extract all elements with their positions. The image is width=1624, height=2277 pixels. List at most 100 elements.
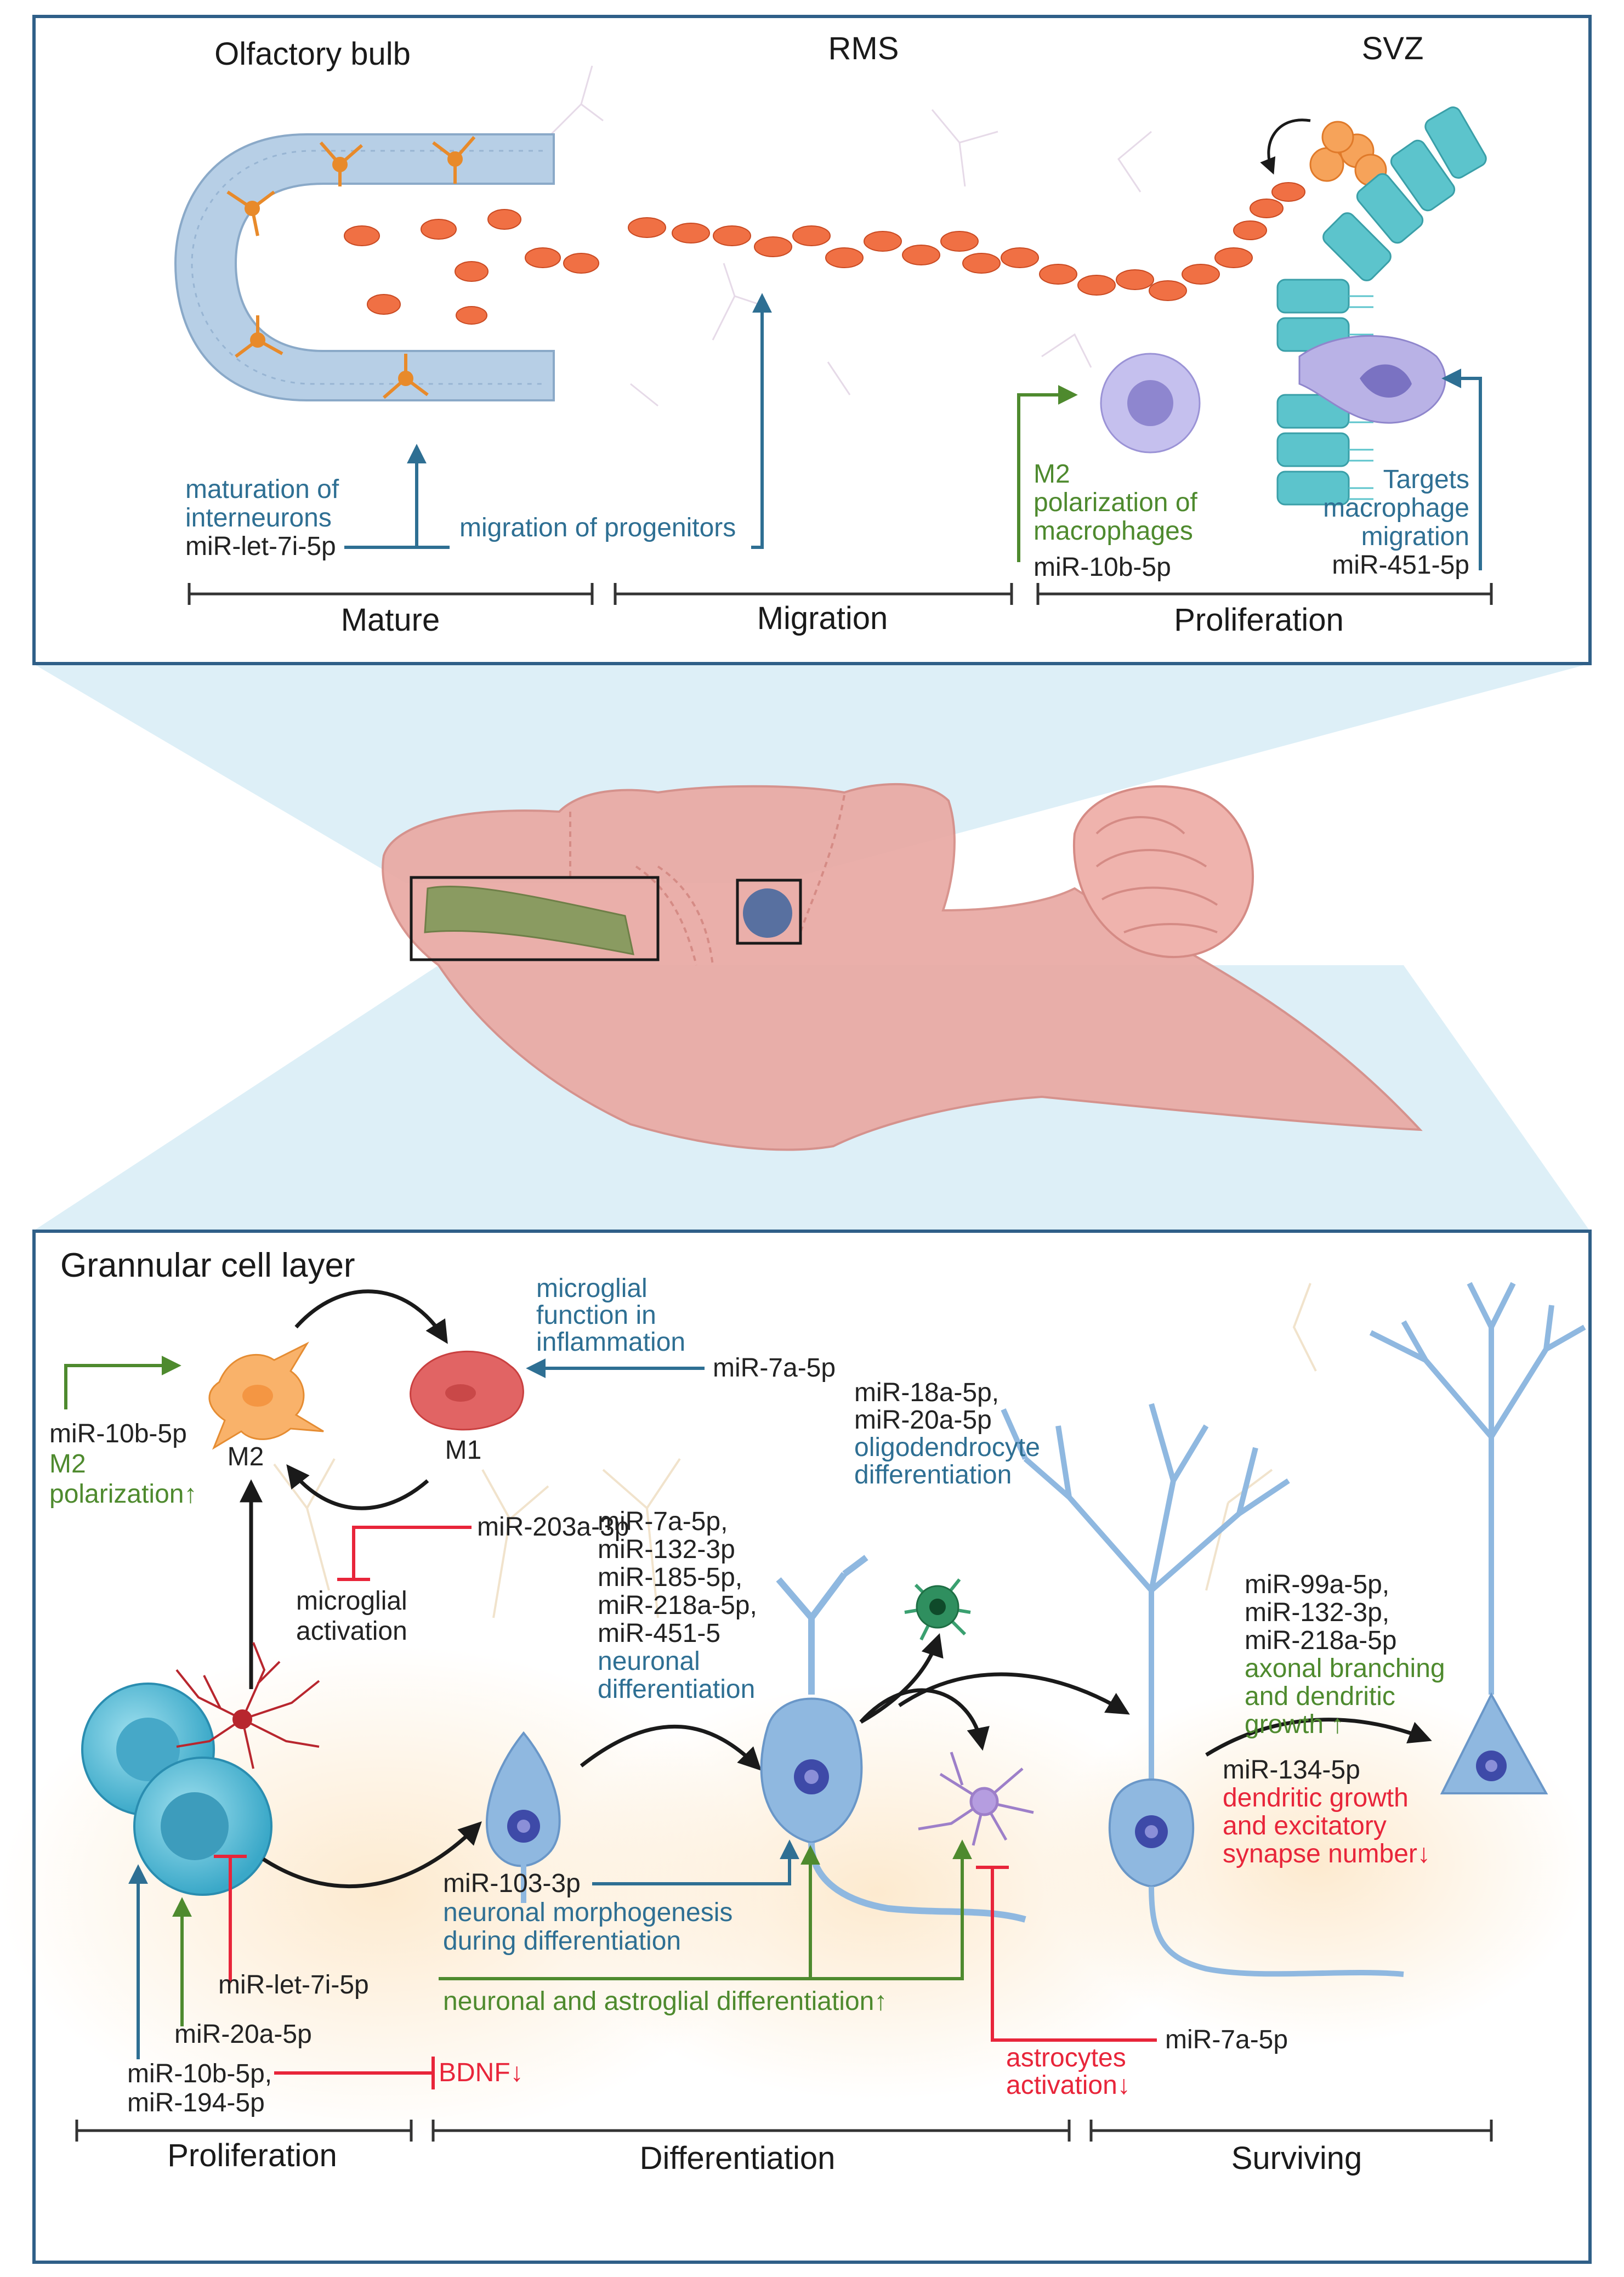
label-m1: M1 (445, 1436, 482, 1465)
svg-text:and excitatory: and excitatory (1223, 1811, 1387, 1840)
svg-text:miR-185-5p,: miR-185-5p, (598, 1563, 742, 1592)
brain-cerebellum (1072, 785, 1254, 959)
arrow-m2-to-m1 (294, 1289, 448, 1344)
top-stage-migration: Migration (757, 601, 888, 636)
label-mir10b-194-1: miR-10b-5p, (127, 2059, 272, 2088)
brain-illustration (382, 783, 1423, 1151)
svg-text:and dendritic: and dendritic (1245, 1682, 1395, 1711)
svg-text:miR-132-3p: miR-132-3p (598, 1535, 735, 1564)
svg-text:miR-451-5: miR-451-5 (598, 1619, 720, 1648)
background-branches (547, 65, 1152, 407)
top-stage-mature: Mature (341, 602, 440, 638)
svg-text:microglial: microglial (536, 1274, 648, 1303)
bottom-stage-proliferation: Proliferation (167, 2138, 337, 2173)
annotation-microglial-function: microglial function in inflammation (536, 1274, 685, 1357)
m2-macrophage (1100, 353, 1201, 454)
svz-macrophage (1298, 335, 1446, 424)
svg-text:miR-let-7i-5p: miR-let-7i-5p (185, 532, 336, 561)
svg-text:axonal branching: axonal branching (1245, 1654, 1445, 1683)
inhibit-let7i (214, 1855, 247, 1983)
top-stage-proliferation: Proliferation (1174, 602, 1343, 638)
label-m2: M2 (228, 1442, 264, 1471)
arrow-m1-to-m2 (286, 1464, 429, 1510)
svg-text:differentiation: differentiation (854, 1460, 1012, 1489)
label-mir7a-top: miR-7a-5p (713, 1353, 836, 1383)
svg-text:miR-99a-5p,: miR-99a-5p, (1245, 1570, 1389, 1599)
label-mir203a: miR-203a-3p (477, 1513, 629, 1542)
region-label-olfactory-bulb: Olfactory bulb (214, 36, 411, 72)
svg-text:dendritic growth: dendritic growth (1223, 1783, 1409, 1812)
arrow-neuroblast-to-immature (580, 1724, 762, 1771)
svg-text:miR-451-5p: miR-451-5p (1332, 551, 1469, 580)
arrow-to-oligodendrocyte (860, 1633, 944, 1724)
bottom-stage-differentiation: Differentiation (640, 2140, 836, 2176)
annotation-oligo: miR-18a-5p, miR-20a-5p oligodendrocyte d… (854, 1378, 1040, 1489)
svg-text:maturation of: maturation of (185, 475, 339, 504)
annotation-morphogenesis: miR-103-3p neuronal morphogenesis during… (443, 1869, 732, 1956)
svg-text:interneurons: interneurons (185, 503, 332, 533)
immature-neuron (760, 1555, 1026, 1923)
arrow-mir10b-m2 (64, 1356, 181, 1409)
svg-text:neuronal: neuronal (598, 1647, 700, 1676)
annotation-targets-migration: Targets macrophage migration miR-451-5p (1323, 465, 1469, 580)
arrow-progenitor-to-neuroblast (262, 1821, 482, 1888)
bottom-panel: Grannular cell layer M2 M1 microglial fu… (0, 1230, 1592, 2264)
arrow-to-mature-neuron (898, 1672, 1130, 1715)
svg-text:macrophages: macrophages (1034, 517, 1193, 546)
svz-zoom-box (736, 879, 802, 945)
svg-text:oligodendrocyte: oligodendrocyte (854, 1433, 1040, 1462)
oligodendrocyte (904, 1578, 971, 1641)
brain-lines (569, 795, 845, 966)
svg-text:inflammation: inflammation (536, 1328, 685, 1357)
m2-microglia (208, 1341, 324, 1450)
migrating-cells (344, 182, 1305, 325)
olfactory-bulb (174, 133, 555, 401)
label-astro-activation-2: activation↓ (1006, 2071, 1131, 2100)
region-label-rms: RMS (828, 31, 899, 66)
top-panel: Olfactory bulb RMS SVZ (32, 15, 1592, 665)
label-mir20a: miR-20a-5p (174, 2020, 312, 2049)
svg-text:miR-7a-5p,: miR-7a-5p, (598, 1507, 728, 1536)
svz-curved-arrow (1260, 118, 1311, 175)
svg-text:miR-218a-5p,: miR-218a-5p, (598, 1591, 757, 1620)
label-mir-let7i-bottom: miR-let-7i-5p (218, 1970, 369, 2000)
cerebellum-folds (1095, 816, 1218, 933)
label-migration-of-progenitors: migration of progenitors (459, 513, 736, 542)
svz-cells (1276, 106, 1487, 506)
surviving-neuron (1369, 1282, 1586, 1794)
bottom-stage-ruler (75, 2120, 1493, 2142)
label-astro-activation-1: astrocytes (1006, 2043, 1126, 2072)
arrow-targets-migration (1441, 369, 1482, 570)
label-neuronal-astroglial: neuronal and astroglial differentiation↑ (443, 1987, 887, 2016)
svg-text:miR-18a-5p,: miR-18a-5p, (854, 1378, 999, 1407)
svz-highlight (743, 888, 792, 938)
arrow-m2-polarization (1017, 385, 1078, 562)
svg-text:miR-132-3p,: miR-132-3p, (1245, 1598, 1389, 1627)
background-glow (0, 1645, 1590, 2139)
bottom-stage-surviving: Surviving (1231, 2140, 1362, 2176)
bottom-panel-title: Grannular cell layer (60, 1247, 355, 1284)
svg-text:polarization of: polarization of (1034, 488, 1198, 517)
annotation-dendritic: miR-134-5p dendritic growth and excitato… (1223, 1755, 1430, 1868)
svg-text:neuronal morphogenesis: neuronal morphogenesis (443, 1898, 732, 1927)
svg-text:migration: migration (1361, 522, 1469, 551)
label-mir7a-bottom: miR-7a-5p (1165, 2025, 1288, 2054)
label-m2-polarization-2: polarization↑ (49, 1480, 197, 1509)
astrocyte (918, 1752, 1034, 1846)
label-microglial-activation-1: microglial (296, 1587, 407, 1616)
svg-text:M2: M2 (1034, 460, 1070, 489)
brain-body (382, 783, 1423, 1151)
annotation-neuronal-diff: miR-7a-5p, miR-132-3p miR-185-5p, miR-21… (598, 1507, 757, 1704)
annotation-axonal: miR-99a-5p, miR-132-3p, miR-218a-5p axon… (1245, 1570, 1445, 1739)
inhibit-bdnf (274, 2057, 435, 2089)
svg-text:miR-134-5p: miR-134-5p (1223, 1755, 1360, 1785)
m1-microglia (410, 1350, 524, 1431)
svg-text:macrophage: macrophage (1323, 494, 1469, 523)
svg-text:function in: function in (536, 1301, 656, 1330)
inhibit-mir7a-astro (976, 1866, 1157, 2042)
inhibit-mir203a (337, 1526, 472, 1581)
annotation-maturation: maturation of interneurons miR-let-7i-5p (185, 475, 339, 561)
mature-neuron (1001, 1403, 1404, 1977)
arrow-mir103 (592, 1839, 799, 1885)
